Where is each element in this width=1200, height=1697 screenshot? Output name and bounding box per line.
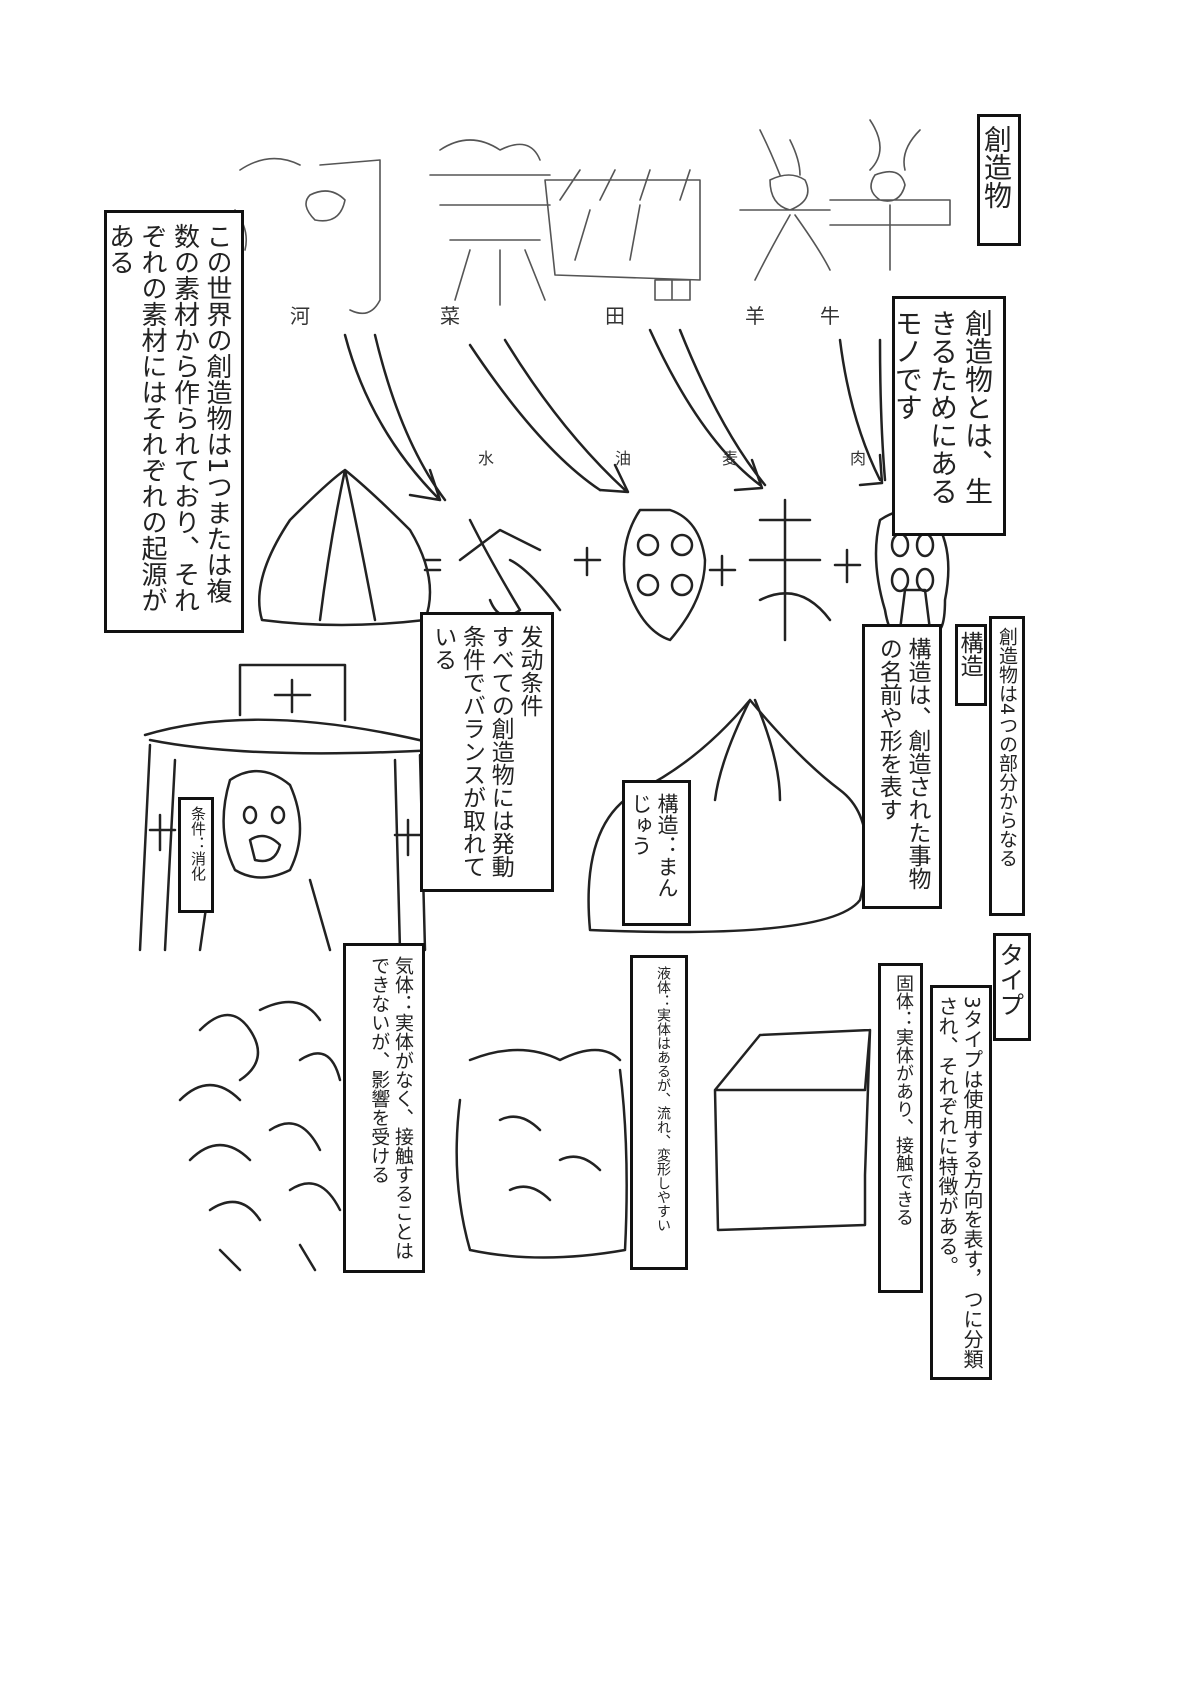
structure-tag-box: 構造: [955, 624, 987, 706]
gas-text: 気体：実体がなく、接触することはできないが、影響を受ける: [368, 956, 414, 1260]
condition-box: 条件：消化: [178, 797, 214, 913]
type-desc: 3タイプは使用する方向を表す，つに分類され、それぞれに特徴がある。: [935, 996, 984, 1369]
trigger-heading: 发动条件: [516, 625, 542, 717]
material-label: 麦: [722, 449, 739, 468]
definition-box: 創造物とは、生きるためにあるモノです: [891, 296, 1006, 536]
origin-label: 牛: [820, 304, 840, 328]
intro-box: この世界の創造物は1つまたは複数の素材から作られており、それぞれの素材にはそれぞ…: [104, 210, 244, 633]
material-sketches: [258, 468, 950, 642]
origin-glyph-sketches: [234, 119, 951, 315]
intro-text: この世界の創造物は1つまたは複数の素材から作られており、それぞれの素材にはそれぞ…: [104, 223, 233, 613]
origin-label: 羊: [745, 304, 765, 328]
structure-example: 構造：まんじゅう: [628, 793, 679, 898]
derivation-arrows: [343, 328, 887, 502]
liquid-sketch: [455, 1048, 628, 1259]
title-box: 創造物: [977, 114, 1021, 246]
structure-parts: 創造物は4つの部分からなる: [996, 627, 1018, 868]
structure-tag: 構造: [956, 631, 982, 677]
material-label: 油: [615, 449, 632, 468]
solid-box: 固体：実体があり、接触できる: [878, 963, 923, 1293]
structure-example-box: 構造：まんじゅう: [622, 780, 691, 926]
gas-sketch: [178, 1000, 342, 1272]
type-tag: タイプ: [996, 942, 1025, 1017]
trigger-body: すべての創造物には発動条件でバランスが取れている: [429, 625, 514, 878]
structure-parts-box: 創造物は4つの部分からなる: [989, 616, 1025, 916]
origin-label: 河: [290, 304, 310, 328]
condition-label: 条件：消化: [189, 806, 207, 881]
gas-box: 気体：実体がなく、接触することはできないが、影響を受ける: [343, 943, 425, 1273]
material-label: 水: [478, 449, 495, 468]
material-label: 肉: [850, 449, 867, 468]
origin-label: 菜: [440, 304, 460, 328]
liquid-box: 液体：実体はあるが、流れ、変形しやすい: [630, 955, 688, 1270]
structure-desc-box: 構造は、創造された事物の名前や形を表す: [862, 624, 942, 909]
origin-label: 田: [605, 304, 625, 328]
trigger-box: 发动条件 すべての創造物には発動条件でバランスが取れている: [420, 612, 554, 892]
structure-desc: 構造は、創造された事物の名前や形を表す: [875, 637, 930, 890]
liquid-text: 液体：実体はあるが、流れ、変形しやすい: [655, 966, 671, 1232]
cube-sketch: [713, 1028, 872, 1232]
type-tag-box: タイプ: [993, 933, 1031, 1041]
definition-text: 創造物とは、生きるためにあるモノです: [891, 309, 994, 505]
title: 創造物: [980, 125, 1013, 209]
type-desc-box: 3タイプは使用する方向を表す，つに分類され、それぞれに特徴がある。: [930, 985, 992, 1380]
solid-text: 固体：実体があり、接触できる: [893, 974, 914, 1226]
